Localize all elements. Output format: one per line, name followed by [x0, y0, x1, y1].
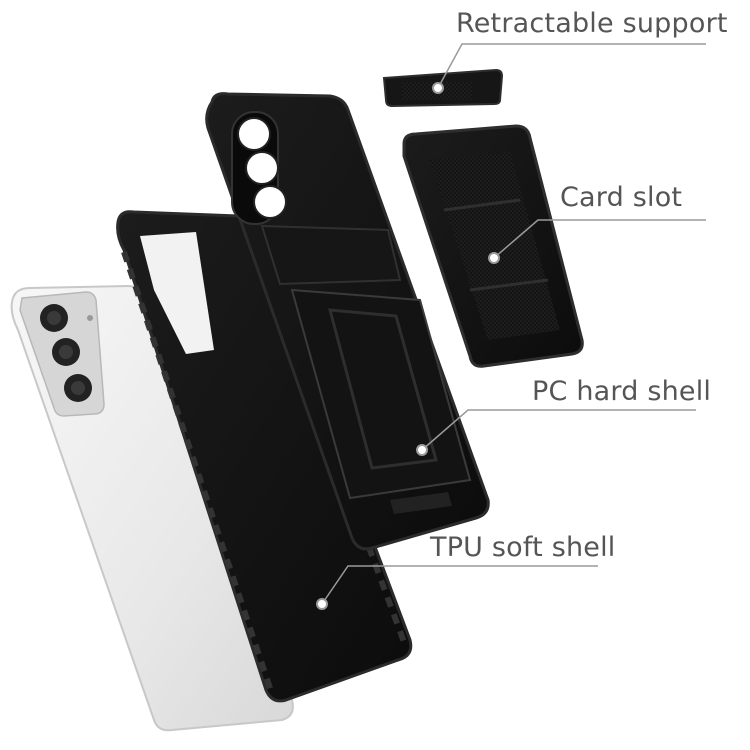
dot-pc-hard-shell	[416, 444, 428, 456]
phone-back	[10, 284, 294, 732]
callout-dots	[316, 82, 500, 610]
card-slot-illustration	[402, 124, 584, 368]
leader-tpu-soft-shell	[321, 565, 598, 605]
dot-retractable-support	[432, 82, 444, 94]
callout-tpu-soft-shell: TPU soft shell	[430, 532, 616, 563]
leader-retractable-support	[437, 43, 706, 89]
callout-card-slot: Card slot	[560, 182, 683, 213]
leader-pc-hard-shell	[421, 409, 696, 451]
callout-retractable-support: Retractable support	[456, 8, 728, 39]
dot-card-slot	[488, 252, 500, 264]
dot-tpu-soft-shell	[316, 598, 328, 610]
leader-card-slot	[493, 219, 706, 259]
callout-leaders	[321, 43, 706, 605]
callout-pc-hard-shell: PC hard shell	[532, 376, 712, 407]
